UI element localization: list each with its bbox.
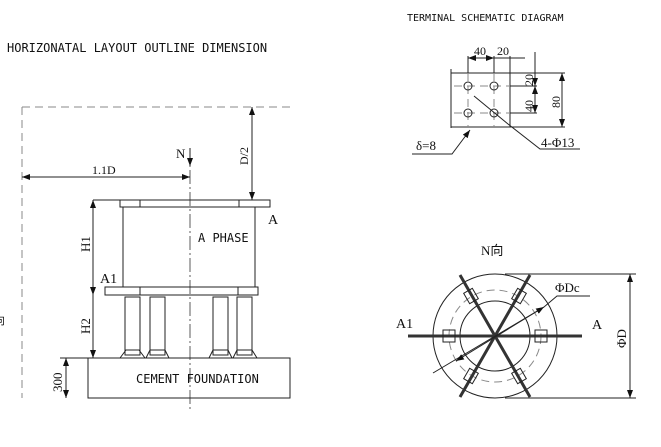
- cement-foundation: [87, 357, 291, 399]
- dim-d-half-label: D/2: [237, 147, 251, 165]
- d-ext-lines: [505, 273, 636, 399]
- support-insulators: [119, 296, 258, 359]
- dim-d-label: ΦD: [614, 329, 629, 348]
- dim-h2-label: H2: [78, 318, 93, 334]
- ext-lines: [467, 56, 565, 128]
- dim-40-v-label: 40: [522, 100, 536, 112]
- top-terminal-a-label: A: [592, 318, 603, 333]
- top-view-title: N向: [481, 243, 503, 258]
- top-plate-joints: [139, 200, 240, 207]
- reactor-coil: [122, 207, 256, 287]
- dim-40-h-label: 40: [474, 44, 486, 58]
- outline-title: HORIZONATAL LAYOUT OUTLINE DIMENSION: [7, 41, 267, 55]
- hole-centerlines: [454, 73, 510, 127]
- dim-h1-label: H1: [78, 236, 93, 252]
- terminal-a1-label: A1: [100, 272, 117, 287]
- thickness-leader: [412, 129, 471, 155]
- phase-label: A PHASE: [198, 231, 249, 245]
- dim-dc: [455, 306, 545, 362]
- terminal-schematic: TERMINAL SCHEMATIC DIAGRAM 40 20 20 40 8…: [407, 13, 580, 155]
- dim-300-label: 300: [50, 373, 65, 393]
- terminal-holes: [463, 81, 499, 118]
- dim-20-h-label: 20: [497, 44, 509, 58]
- top-view: N向 A1 A ΦDc ΦD: [396, 243, 636, 399]
- bottom-plate: [104, 286, 259, 296]
- thickness-label: δ=8: [416, 138, 436, 153]
- dim-1-1d-label: 1.1D: [92, 163, 116, 177]
- holes-leader: [473, 95, 580, 150]
- foundation-label: CEMENT FOUNDATION: [136, 372, 259, 386]
- clearance-boundary: [21, 106, 290, 398]
- bottom-plate-joints: [139, 287, 239, 295]
- dim-dc-label: ΦDc: [555, 280, 580, 295]
- dim-80-label: 80: [549, 96, 563, 108]
- side-label: 向: [0, 313, 5, 327]
- north-label: N: [176, 146, 186, 161]
- terminal-title: TERMINAL SCHEMATIC DIAGRAM: [407, 13, 564, 24]
- outline-elevation-view: HORIZONATAL LAYOUT OUTLINE DIMENSION N 1…: [0, 41, 291, 412]
- holes-label: 4-Φ13: [541, 135, 574, 150]
- top-plate: [119, 199, 271, 208]
- top-terminal-a1-label: A1: [396, 317, 413, 332]
- terminal-a-label: A: [268, 213, 279, 228]
- terminal-plate: [450, 72, 511, 128]
- dim-20-v-label: 20: [522, 74, 536, 86]
